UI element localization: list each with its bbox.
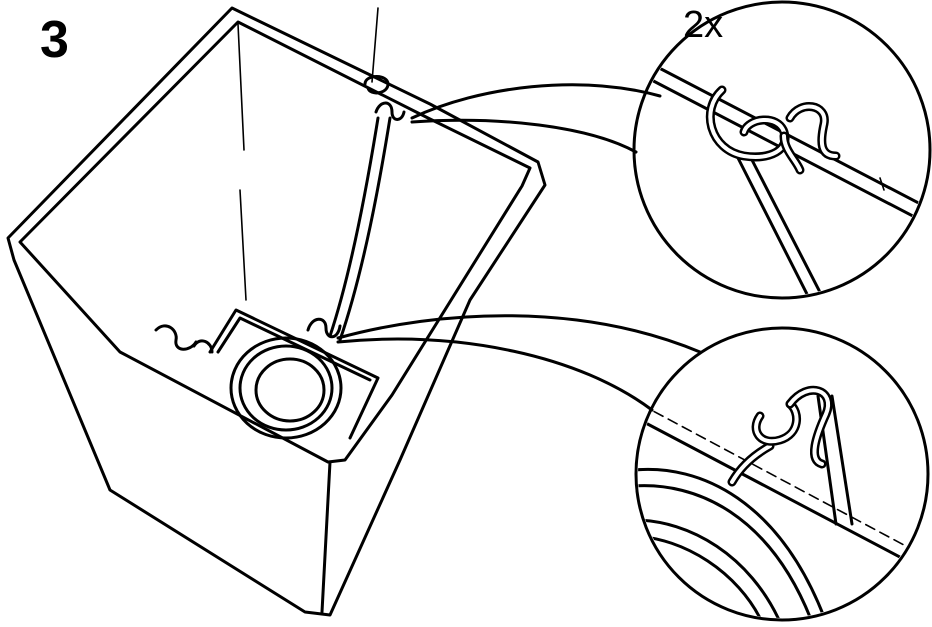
ring-frame bbox=[208, 308, 380, 440]
callout-connector-top-lower bbox=[410, 118, 638, 154]
callout-connector-bottom bbox=[336, 314, 702, 354]
lamp-shade bbox=[6, 6, 547, 617]
quantity-label: 2x bbox=[683, 4, 724, 46]
detail-circle-top bbox=[632, 0, 932, 300]
callout-connector-top bbox=[410, 83, 662, 120]
detail-circle-bottom bbox=[634, 326, 930, 622]
suspension-wire bbox=[328, 7, 406, 342]
callout-connector-bottom-lower bbox=[336, 337, 654, 412]
clip-hooks bbox=[154, 317, 342, 354]
step-number: 3 bbox=[40, 11, 69, 69]
